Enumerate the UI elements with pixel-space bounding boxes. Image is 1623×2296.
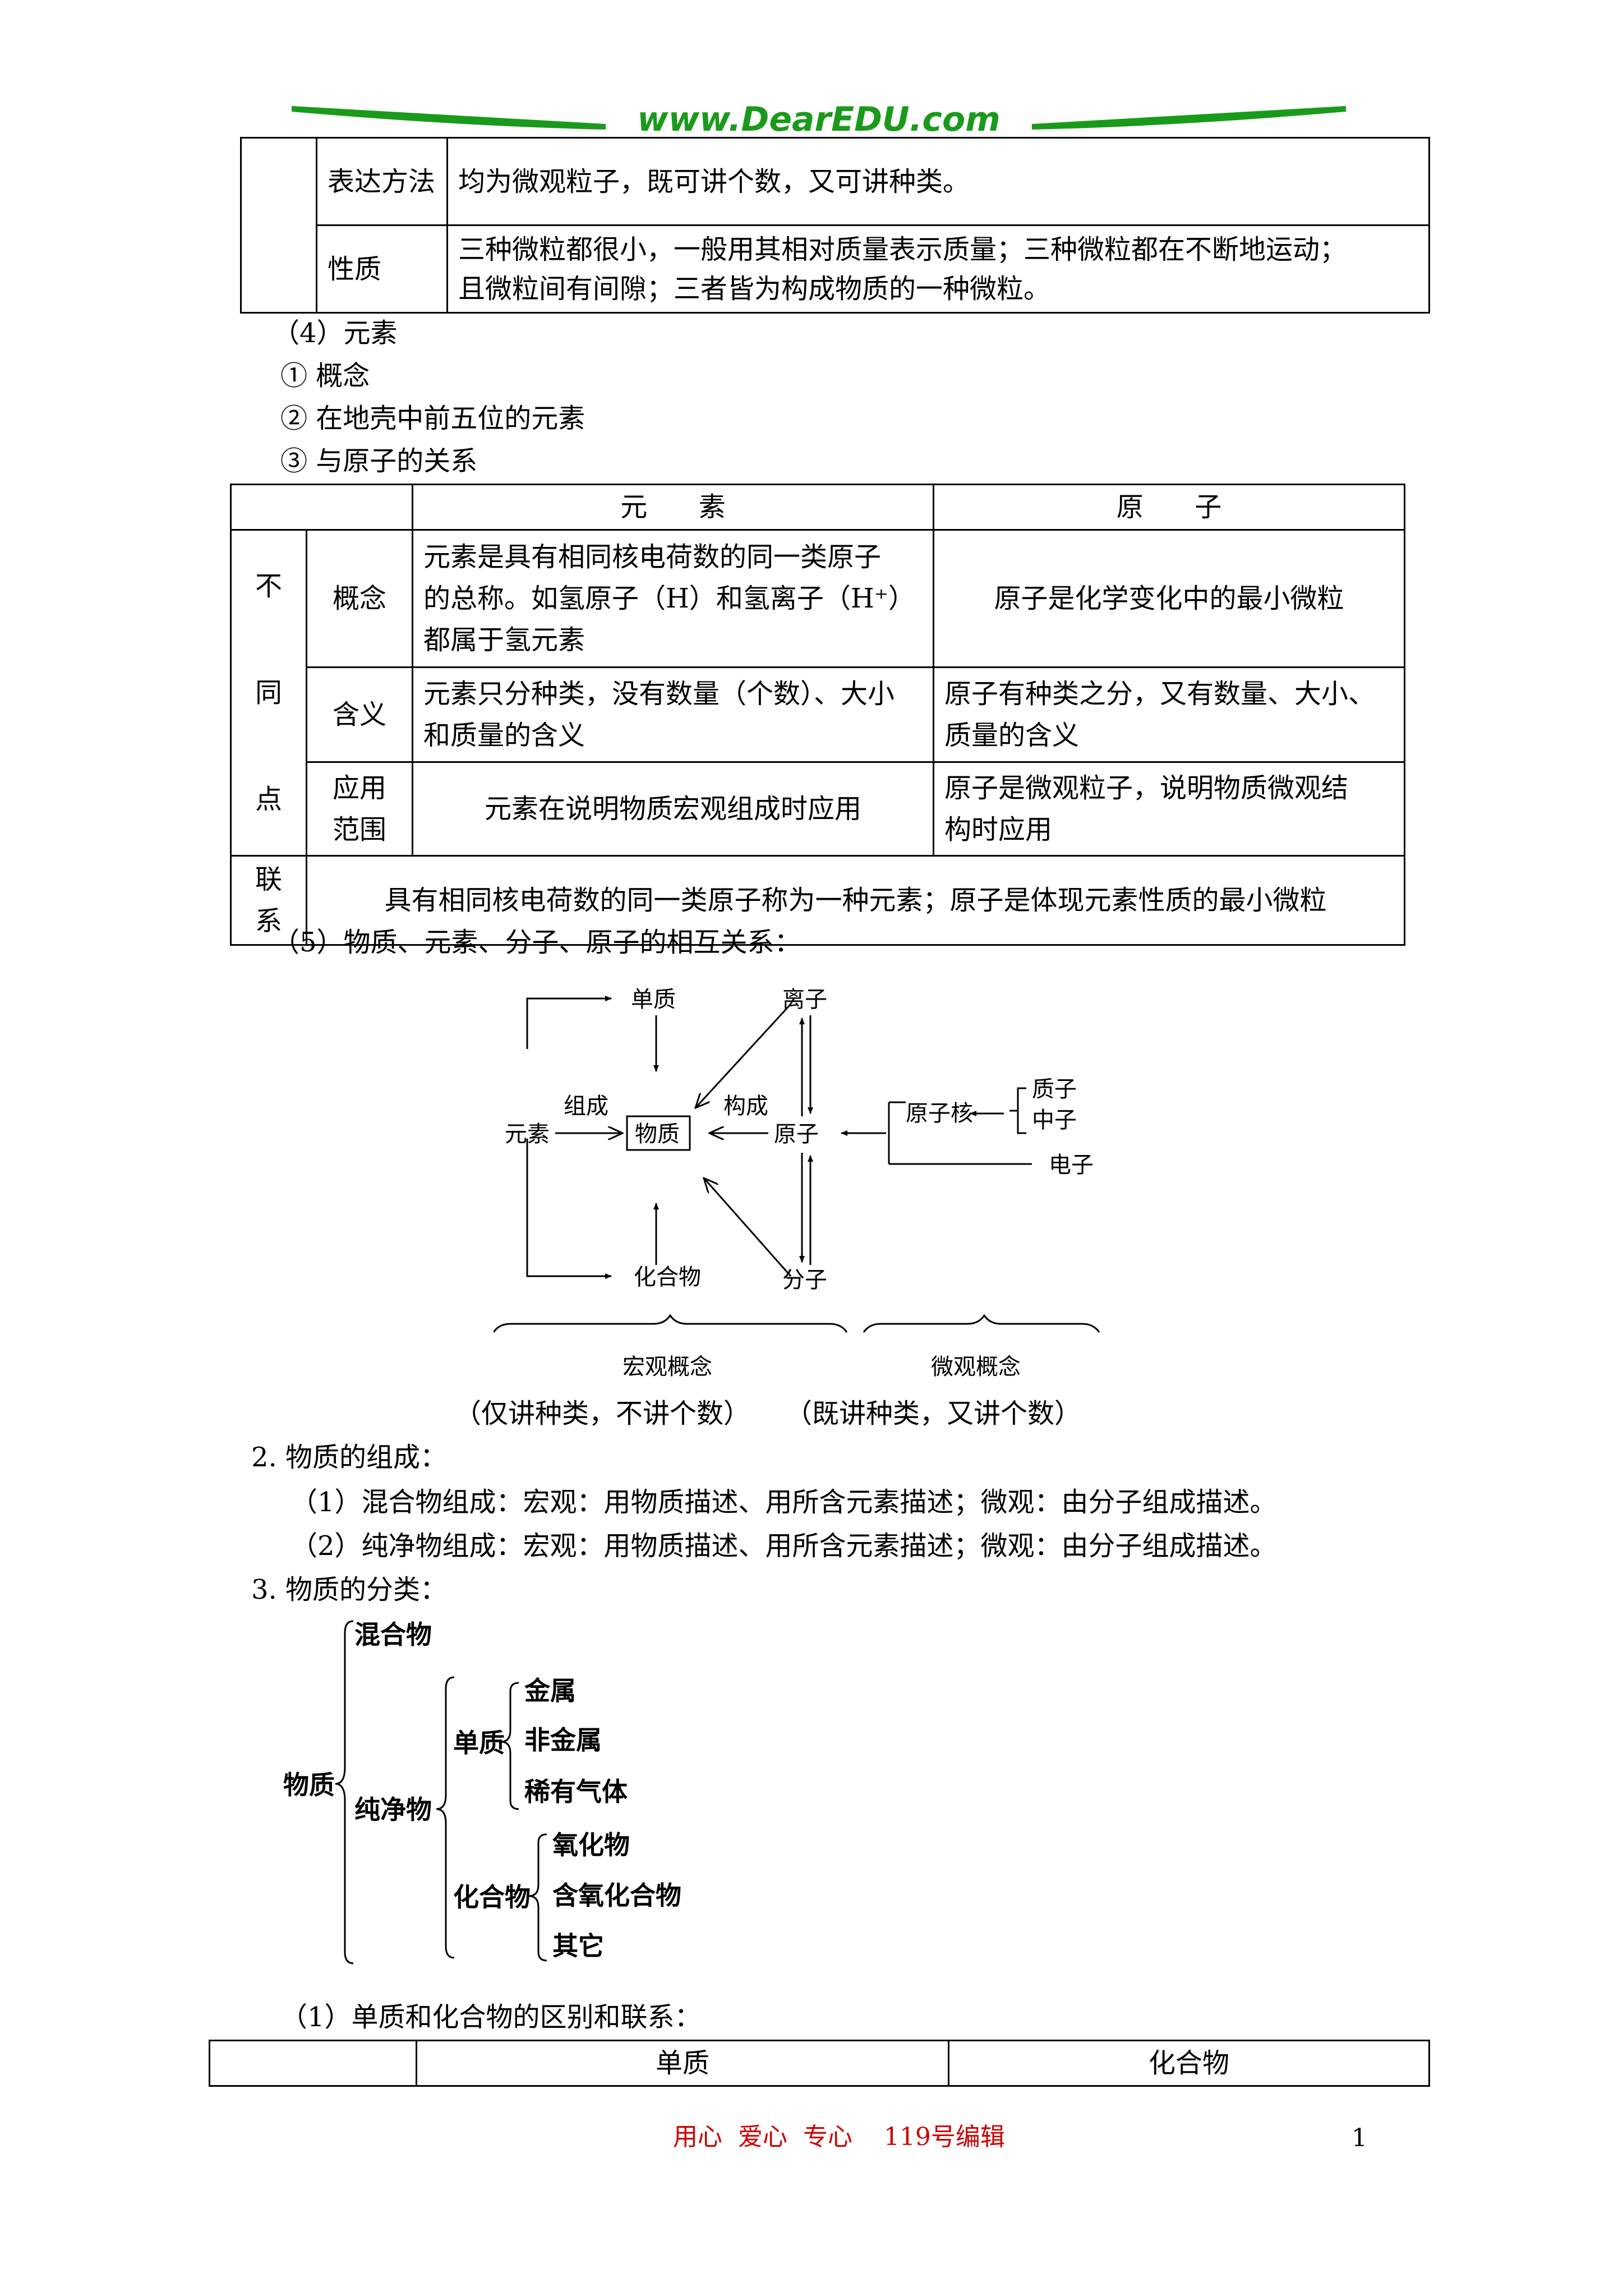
col-simple: 单质: [416, 2040, 949, 2087]
label-electron: 电子: [1049, 1152, 1094, 1178]
element-atom-table: 元 素 原 子 不 同 点 概念 元素是具有相同核电荷数的同一类原子 的总称。如…: [230, 484, 1405, 946]
label-construct: 构成: [723, 1093, 768, 1119]
label-micro: 微观概念: [931, 1354, 1021, 1380]
header-atom: 原 子: [933, 484, 1405, 531]
header-element: 元 素: [412, 484, 934, 531]
atom-cell: 原子有种类之分，又有数量、大小、 质量的含义: [933, 666, 1405, 763]
element-cell: 元素在说明物质宏观组成时应用: [412, 761, 934, 857]
section-title: 2. 物质的组成：: [251, 1442, 448, 1473]
section-title: （1）单质和化合物的区别和联系：: [280, 2001, 702, 2033]
label-molecule: 分子: [782, 1267, 827, 1293]
other-label: 其它: [552, 1931, 604, 1961]
atom-cell: 原子是化学变化中的最小微粒: [933, 528, 1405, 669]
paragraph: （1）混合物组成：宏观：用物质描述、用所含元素描述；微观：由分子组成描述。: [291, 1487, 1277, 1518]
section-title: 3. 物质的分类：: [251, 1574, 448, 1605]
relationship-diagram: 元素 组成 单质 物质 化合物 构成 离子 原子 分子 原子核 质子 中子 电子…: [494, 987, 1100, 1380]
link-label: 联 系: [230, 855, 307, 946]
row-text: 三种微粒都很小，一般用其相对质量表示质量；三种微粒都在不断地运动； 且微粒间有间…: [446, 224, 1430, 314]
label-ion: 离子: [782, 987, 827, 1013]
paragraph: （2）纯净物组成：宏观：用物质描述、用所含元素描述；微观：由分子组成描述。: [291, 1530, 1277, 1562]
label-nucleus: 原子核: [906, 1101, 973, 1126]
element-cell: 元素只分种类，没有数量（个数）、大小 和质量的含义: [412, 666, 934, 763]
label-substance: 物质: [635, 1121, 680, 1147]
diff-label: 不 同 点: [230, 529, 307, 857]
link-text: 具有相同核电荷数的同一类原子称为一种元素；原子是体现元素性质的最小微粒: [306, 855, 1405, 946]
list-item: ① 概念: [280, 360, 370, 392]
row-label: 表达方法: [316, 137, 448, 226]
col-compound: 化合物: [948, 2040, 1430, 2087]
list-item: ② 在地壳中前五位的元素: [280, 403, 585, 434]
label-simple: 单质: [631, 987, 676, 1013]
label-neutron: 中子: [1032, 1107, 1077, 1133]
simple-compound-table: 单质 化合物: [209, 2040, 1430, 2087]
label-atom: 原子: [774, 1121, 819, 1147]
header-logo: [292, 106, 1346, 130]
classification-tree: 物质 混合物 纯净物 单质 金属 非金属 稀有气体 化合物 氧化物 含氧化合物 …: [283, 1619, 681, 1964]
particle-table: 表达方法 均为微观粒子，既可讲个数，又可讲种类。 性质 三种微粒都很小，一般用其…: [240, 137, 1430, 314]
root-label: 物质: [283, 1770, 335, 1800]
atom-cell: 原子是微观粒子，说明物质微观结 构时应用: [933, 761, 1405, 857]
row-label: 应用 范围: [306, 761, 413, 857]
page-number: 1: [1352, 2124, 1367, 2152]
row-label: 含义: [306, 666, 413, 763]
mixture-label: 混合物: [354, 1619, 432, 1650]
label-macro: 宏观概念: [623, 1354, 712, 1380]
pure-label: 纯净物: [354, 1795, 432, 1825]
label-compound: 化合物: [634, 1264, 701, 1290]
compound-label: 化合物: [453, 1882, 531, 1912]
substance-box: [626, 1115, 691, 1151]
macro-note: （仅讲种类，不讲个数）: [454, 1398, 751, 1429]
section-title: （4）元素: [273, 318, 398, 349]
oxy-label: 含氧化合物: [552, 1880, 681, 1911]
row-label: 性质: [316, 224, 448, 314]
label-proton: 质子: [1032, 1076, 1077, 1102]
noble-label: 稀有气体: [524, 1777, 628, 1807]
nonmetal-label: 非金属: [524, 1725, 602, 1755]
site-logo-text: www.DearEDU.com: [637, 100, 1000, 139]
simple-label: 单质: [453, 1728, 505, 1758]
footer-text: 用心 爱心 专心 119号编辑: [673, 2123, 1005, 2151]
micro-note: （既讲种类，又讲个数）: [785, 1398, 1082, 1429]
oxide-label: 氧化物: [552, 1830, 630, 1860]
section-title: （5）物质、元素、分子、原子的相互关系：: [273, 927, 801, 958]
row-label: 概念: [306, 528, 413, 669]
metal-label: 金属: [524, 1676, 576, 1706]
list-item: ③ 与原子的关系: [280, 445, 478, 477]
label-compose: 组成: [564, 1093, 608, 1119]
element-cell: 元素是具有相同核电荷数的同一类原子 的总称。如氢原子（H）和氢离子（H⁺） 都属…: [412, 528, 934, 669]
label-element: 元素: [505, 1121, 550, 1147]
row-text: 均为微观粒子，既可讲个数，又可讲种类。: [446, 137, 1430, 226]
